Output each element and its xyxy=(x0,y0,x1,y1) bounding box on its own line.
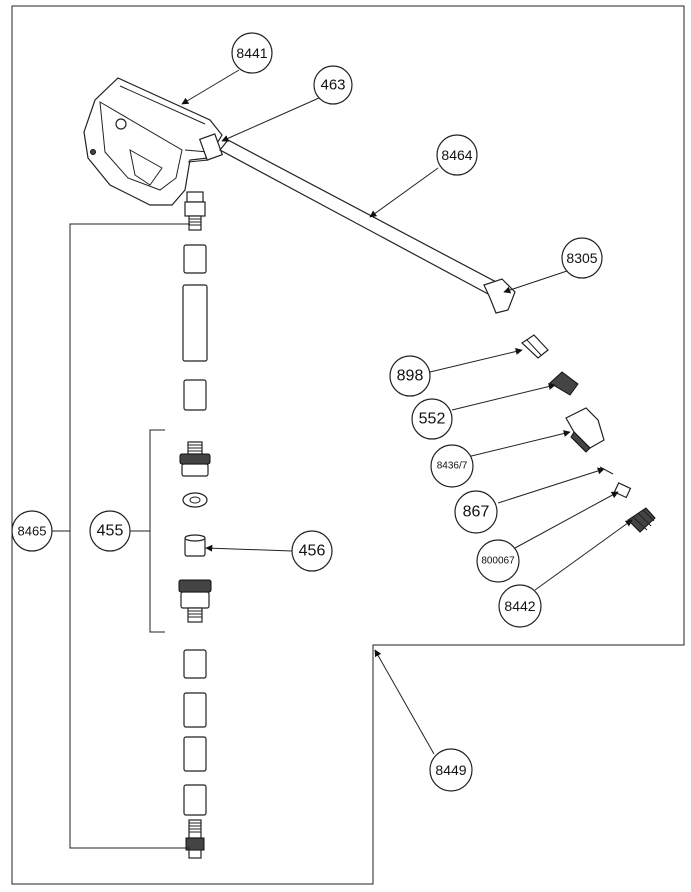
swivel-nut-upper xyxy=(179,441,211,477)
callout-8441: 8441 xyxy=(231,32,273,74)
spray-gun-body xyxy=(83,77,223,206)
seal-867 xyxy=(599,466,614,475)
callout-label: 898 xyxy=(397,368,424,385)
callout-label: 8465 xyxy=(18,524,47,539)
hose-fitting-bottom xyxy=(185,819,205,859)
callout-label: 800067 xyxy=(481,556,515,567)
frame-outline xyxy=(11,5,685,885)
nozzle-part-552 xyxy=(549,371,579,396)
swivel-body-lower xyxy=(178,579,212,623)
callout-8442: 8442 xyxy=(498,584,542,628)
callout-label: 8441 xyxy=(236,45,267,61)
callout-800067: 800067 xyxy=(476,539,520,583)
callout-label: 455 xyxy=(97,523,124,540)
callout-898: 898 xyxy=(389,355,431,397)
callout-label: 463 xyxy=(320,77,345,94)
swivel-insert-456 xyxy=(184,534,206,557)
callout-867: 867 xyxy=(454,490,498,534)
callout-8465: 8465 xyxy=(11,510,53,552)
nozzle-adapter-898 xyxy=(521,334,549,359)
ferrule-4 xyxy=(183,784,207,816)
callout-552: 552 xyxy=(411,398,453,440)
ferrule-3 xyxy=(183,649,207,679)
callout-label: 8442 xyxy=(504,598,535,614)
sleeve-2 xyxy=(183,736,207,772)
callout-8436-7: 8436/7 xyxy=(430,444,474,488)
ferrule-1 xyxy=(183,244,207,274)
callout-8305: 8305 xyxy=(561,237,603,279)
callout-455: 455 xyxy=(89,510,131,552)
callout-label: 552 xyxy=(419,411,446,428)
callout-label: 8464 xyxy=(441,147,472,163)
callout-label: 867 xyxy=(463,504,490,521)
callout-label: 8436/7 xyxy=(437,461,468,472)
hose-fitting-top xyxy=(184,191,206,231)
callout-label: 8305 xyxy=(566,250,597,266)
callout-label: 8449 xyxy=(435,762,466,778)
quick-coupler-8436-7 xyxy=(565,407,605,453)
bracket-455 xyxy=(149,429,165,633)
washer xyxy=(182,492,208,508)
callout-8464: 8464 xyxy=(436,134,478,176)
nozzle-cap-8442 xyxy=(627,507,656,533)
sleeve-1 xyxy=(183,692,207,728)
hose-section xyxy=(182,284,208,362)
callout-456: 456 xyxy=(291,530,333,572)
callout-8449: 8449 xyxy=(429,748,473,792)
callout-label: 456 xyxy=(299,543,326,560)
nozzle-tip-800067 xyxy=(613,482,632,499)
gun-outlet-fitting xyxy=(198,133,224,161)
ferrule-2 xyxy=(183,379,207,411)
bracket-8465 xyxy=(69,223,190,849)
callout-463: 463 xyxy=(313,65,353,105)
